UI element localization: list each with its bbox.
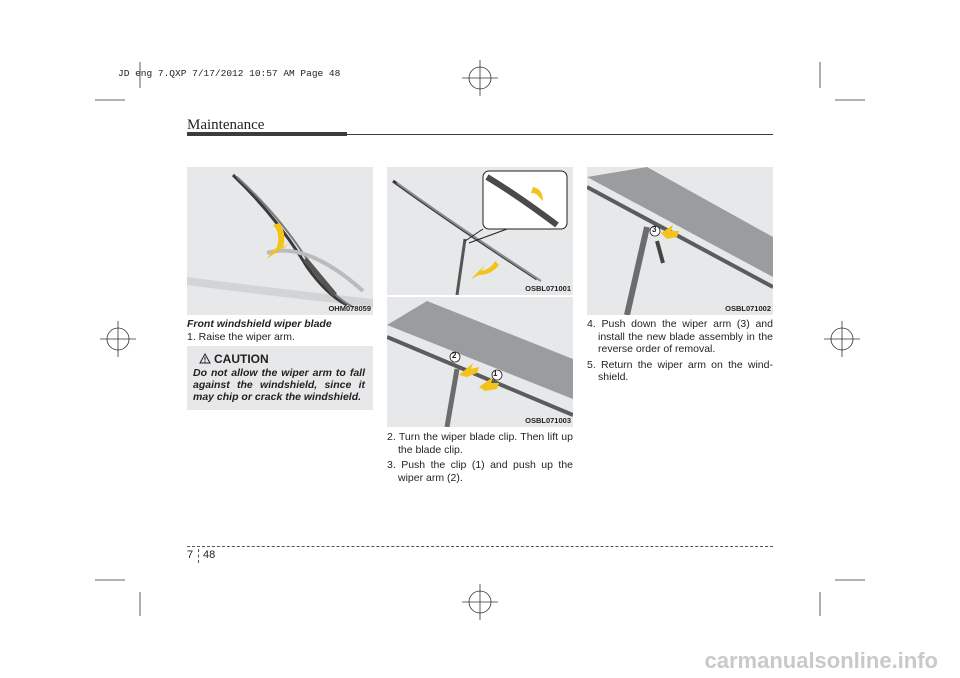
watermark: carmanualsonline.info: [704, 648, 939, 673]
chapter-number: 7: [187, 549, 194, 561]
step-1: 1. Raise the wiper arm.: [187, 331, 373, 347]
blade-install-illustration: [587, 167, 773, 315]
figure-code: OSBL071001: [525, 284, 571, 293]
callout-2: 2: [452, 351, 457, 360]
step-text: 1. Raise the wiper arm.: [187, 331, 295, 343]
figure-clip-push: 1 2 OSBL071003: [387, 297, 573, 427]
figure-code: OSBL071003: [525, 416, 571, 425]
wiper-raise-illustration: [187, 173, 373, 308]
figure-wiper-raise: OHM078059: [187, 167, 373, 315]
caution-text: Do not allow the wiper arm to fall again…: [193, 367, 365, 403]
figure-blade-install: 3 OSBL071002: [587, 167, 773, 315]
header-rule-thin: [347, 134, 773, 135]
figure-blade-clip: OSBL071001: [387, 167, 573, 295]
warning-triangle-icon: [199, 353, 211, 364]
print-slug: JD eng 7.QXP 7/17/2012 10:57 AM Page 48: [118, 68, 341, 79]
clip-push-illustration: [387, 301, 573, 427]
blade-clip-illustration: [392, 170, 568, 295]
header-rule-thick: [187, 132, 347, 136]
section-title: Maintenance: [187, 117, 265, 133]
step-5: 5. Return the wiper arm on the wind-shie…: [587, 358, 773, 384]
figure-code: OSBL071002: [725, 304, 771, 313]
figure-code: OHM078059: [328, 304, 371, 313]
footer-divider: [198, 549, 200, 563]
step-4: 4. Push down the wiper arm (3) and insta…: [587, 318, 773, 356]
caution-box: CAUTION Do not allow the wiper arm to fa…: [187, 346, 373, 410]
steps-col3: 4. Push down the wiper arm (3) and insta…: [587, 318, 773, 387]
page-number: 48: [203, 549, 216, 561]
steps-col2: 2. Turn the wiper blade clip. Then lift …: [387, 431, 573, 487]
callout-3: 3: [652, 225, 657, 234]
caution-title: CAUTION: [214, 352, 269, 366]
footer-rule: [187, 546, 773, 547]
step-3: 3. Push the clip (1) and push up the wip…: [387, 459, 573, 484]
callout-1: 1: [493, 369, 498, 378]
step-2: 2. Turn the wiper blade clip. Then lift …: [387, 431, 573, 456]
figure-caption: Front windshield wiper blade: [187, 318, 332, 330]
